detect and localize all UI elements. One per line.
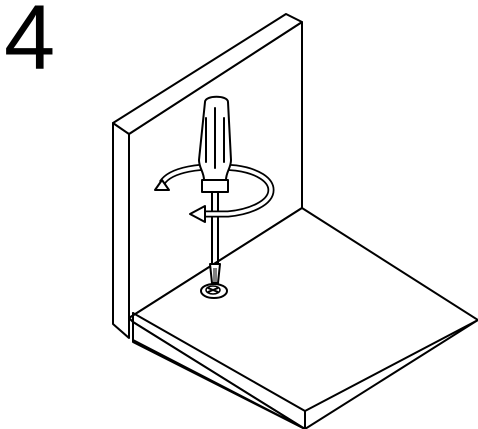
screwdriver-shaft	[209, 191, 221, 284]
screwdriver-handle	[198, 95, 232, 193]
screw-head	[200, 283, 228, 299]
step-number: 4	[4, 0, 56, 89]
rotation-arrow	[154, 163, 275, 223]
